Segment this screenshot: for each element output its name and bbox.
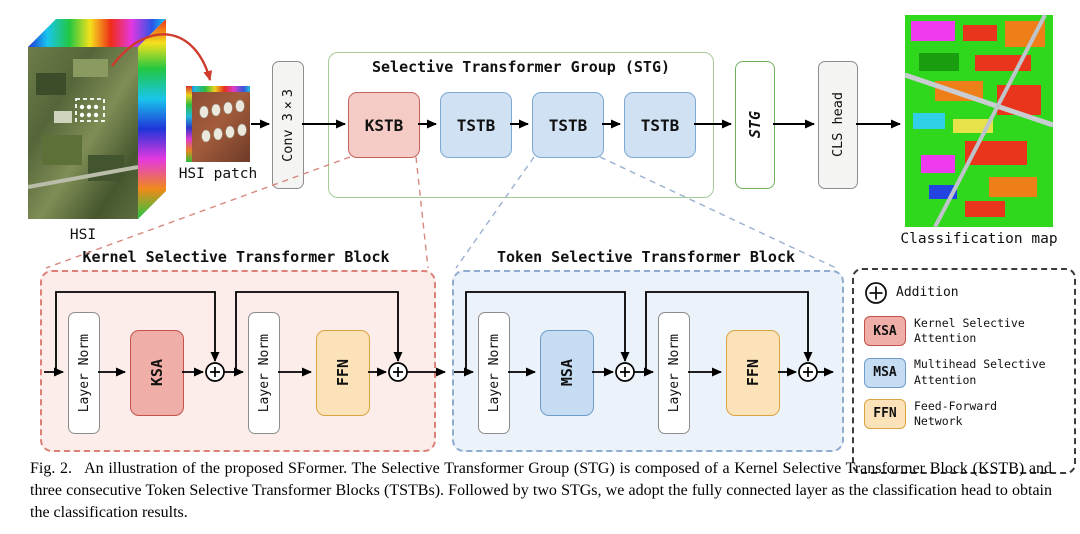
stg-box-label: STG <box>746 111 764 139</box>
kernel-block-title: Kernel Selective Transformer Block <box>82 248 390 266</box>
token-block-title: Token Selective Transformer Block <box>496 248 795 266</box>
hsi-patch-label: HSI patch <box>178 166 258 182</box>
tstb-ffn-label: FFN <box>744 359 762 387</box>
figure-caption-text: An illustration of the proposed SFormer.… <box>30 460 1053 521</box>
legend-row-msa: MSA Multihead Selective Attention <box>864 357 1064 388</box>
tstb-layernorm2-label: Layer Norm <box>666 333 682 413</box>
kstb-ffn-label: FFN <box>334 359 352 387</box>
tstb-block-2: TSTB <box>532 92 604 158</box>
token-block-panel <box>452 270 844 452</box>
msa-label: MSA <box>558 359 576 387</box>
hsi-cube-side-face <box>138 19 166 219</box>
map-regions <box>905 15 1053 227</box>
tstb-block-1-label: TSTB <box>456 115 496 135</box>
classification-map-label: Classification map <box>900 231 1058 247</box>
legend-msa-chip: MSA <box>864 357 906 388</box>
tstb-ffn-box: FFN <box>726 330 780 416</box>
conv3x3-box: Conv 3×3 <box>272 61 304 189</box>
stg-box: STG <box>735 61 775 189</box>
hsi-cube-image <box>28 19 166 219</box>
legend-row-addition: Addition <box>864 281 1064 305</box>
figure-caption-number: Fig. 2. <box>30 460 73 477</box>
legend-panel: Addition KSA Kernel Selective Attention … <box>852 268 1076 474</box>
hsi-patch-image <box>186 86 250 162</box>
classification-map-image <box>905 15 1053 227</box>
ksa-label: KSA <box>148 359 166 387</box>
legend-msa-label: Multihead Selective Attention <box>914 357 1046 387</box>
kstb-block-label: KSTB <box>364 115 404 135</box>
msa-box: MSA <box>540 330 594 416</box>
hsi-label: HSI <box>69 227 97 243</box>
tstb-block-3: TSTB <box>624 92 696 158</box>
tstb-layernorm2-box: Layer Norm <box>658 312 690 434</box>
legend-row-ffn: FFN Feed-Forward Network <box>864 399 1064 429</box>
figure-caption: Fig. 2.An illustration of the proposed S… <box>30 458 1052 523</box>
ksa-box: KSA <box>130 330 184 416</box>
addition-icon <box>865 282 887 304</box>
kstb-layernorm1-box: Layer Norm <box>68 312 100 434</box>
tstb-block-1: TSTB <box>440 92 512 158</box>
legend-addition-label: Addition <box>896 285 959 301</box>
legend-ffn-label: Feed-Forward Network <box>914 398 998 428</box>
stg-group-title: Selective Transformer Group (STG) <box>371 58 670 76</box>
legend-row-ksa: KSA Kernel Selective Attention <box>864 316 1064 347</box>
kstb-block: KSTB <box>348 92 420 158</box>
cls-head-label: CLS head <box>830 92 846 158</box>
tstb-layernorm1-box: Layer Norm <box>478 312 510 434</box>
patch-region-outline <box>75 98 105 122</box>
legend-ksa-chip: KSA <box>864 316 906 347</box>
kstb-layernorm2-box: Layer Norm <box>248 312 280 434</box>
kstb-layernorm2-label: Layer Norm <box>256 333 272 413</box>
conv3x3-label: Conv 3×3 <box>280 88 296 162</box>
tstb-block-3-label: TSTB <box>640 115 680 135</box>
tstb-layernorm1-label: Layer Norm <box>486 333 502 413</box>
legend-ffn-chip: FFN <box>864 398 906 429</box>
cls-head-box: CLS head <box>818 61 858 189</box>
kstb-ffn-box: FFN <box>316 330 370 416</box>
legend-ksa-label: Kernel Selective Attention <box>914 316 1025 346</box>
patch-tanks <box>199 99 247 143</box>
tstb-block-2-label: TSTB <box>548 115 588 135</box>
kstb-layernorm1-label: Layer Norm <box>76 333 92 413</box>
